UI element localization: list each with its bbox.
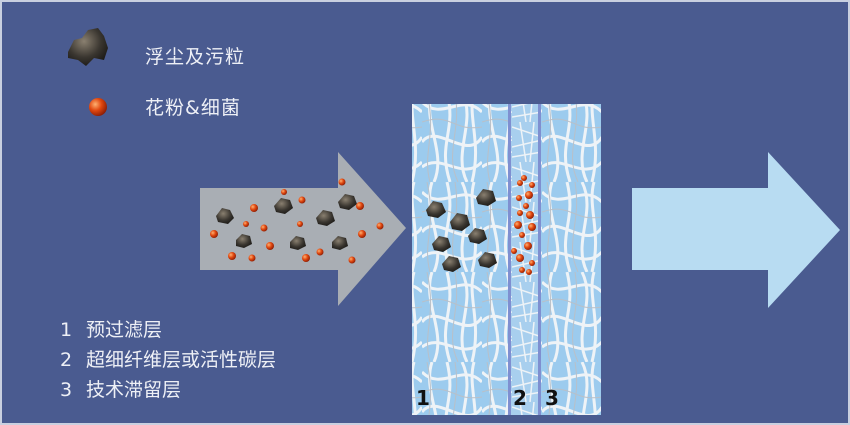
trapped-pollen-particles [511, 175, 536, 275]
inflow-arrow [200, 152, 406, 306]
filter-divider [508, 104, 511, 415]
layer-number: 1 [60, 319, 73, 341]
legend-dust-icon [68, 28, 108, 66]
filter-layer-2 [511, 104, 538, 415]
layer-2-marker: 2 [513, 386, 527, 410]
filter-divider [538, 104, 541, 415]
layer-1-marker: 1 [416, 386, 430, 410]
legend-dust-label: 浮尘及污粒 [145, 46, 246, 68]
layer-item: 2 超细纤维层或活性碳层 [60, 345, 276, 375]
layer-label: 超细纤维层或活性碳层 [86, 349, 277, 371]
layer-item: 1 预过滤层 [60, 315, 276, 345]
layer-list: 1 预过滤层 2 超细纤维层或活性碳层 3 技术滞留层 [60, 315, 276, 405]
layer-label: 技术滞留层 [86, 379, 182, 401]
incoming-pollen-particles [210, 178, 384, 264]
filter-layer-3 [541, 104, 601, 415]
layer-3-marker: 3 [545, 386, 559, 410]
legend-pollen-label: 花粉&细菌 [145, 97, 241, 119]
legend-pollen-icon [89, 98, 107, 116]
trapped-dust-particles [426, 189, 497, 272]
layer-label: 预过滤层 [86, 319, 163, 341]
incoming-dust-particles [216, 194, 357, 250]
outflow-arrow [632, 152, 840, 308]
layer-item: 3 技术滞留层 [60, 375, 276, 405]
layer-number: 3 [60, 379, 73, 401]
layer-number: 2 [60, 349, 73, 371]
